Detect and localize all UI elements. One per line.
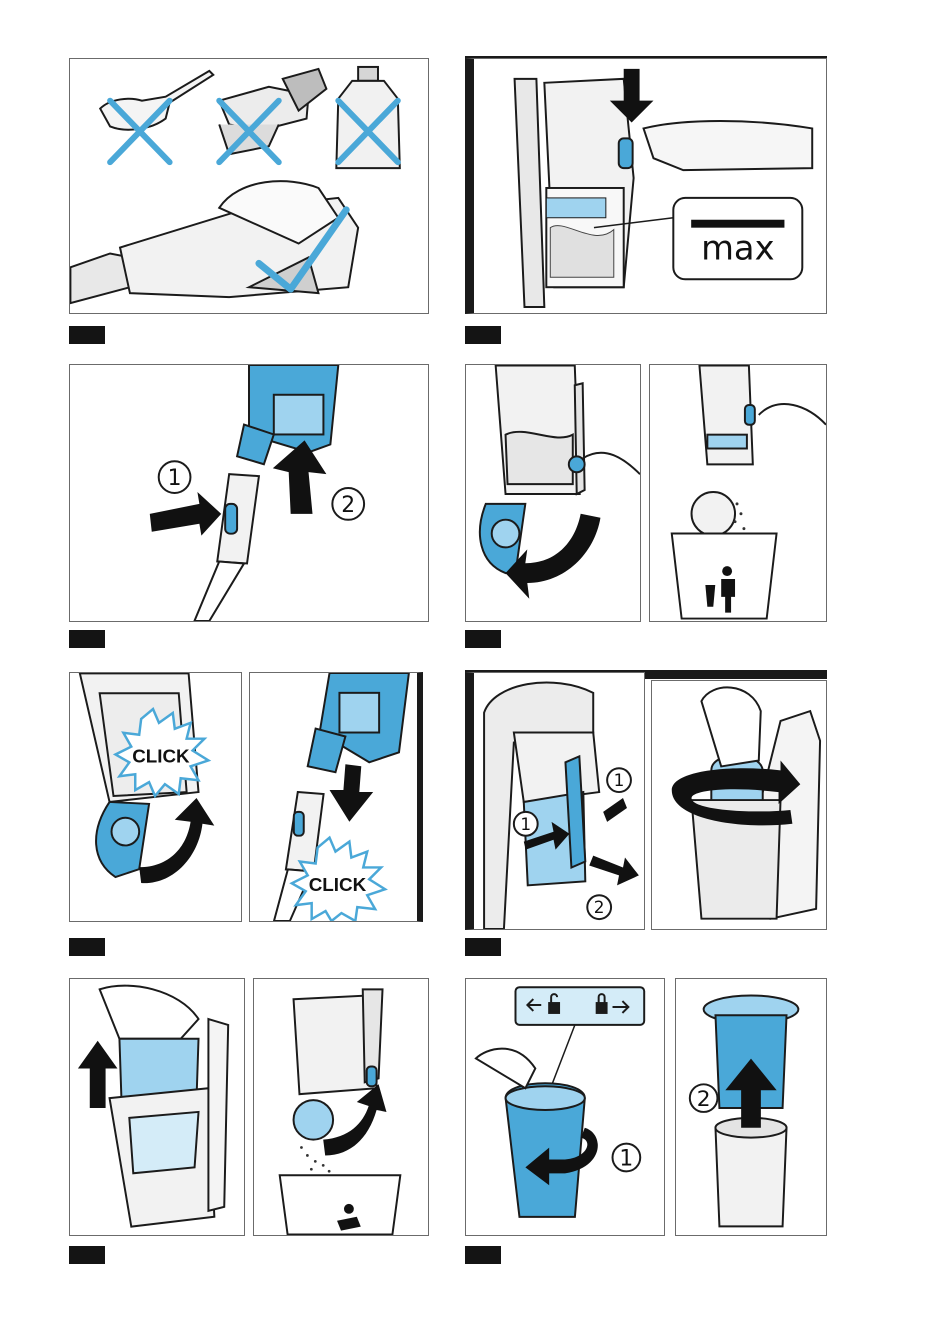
trash-bin-icon: [672, 534, 777, 619]
attach-handle-illustration: CLICK: [250, 673, 417, 921]
max-line-callout: max: [673, 198, 802, 279]
svg-text:1: 1: [520, 814, 531, 834]
svg-text:1: 1: [168, 466, 182, 491]
step-1-marker: 1: [159, 461, 191, 493]
panel-empty-bin-left: [465, 364, 641, 622]
step-label-box: [69, 630, 105, 648]
panel-close-lid-right: CLICK: [249, 672, 423, 922]
max-label: max: [701, 228, 774, 267]
click-label: CLICK: [309, 874, 367, 895]
empty-bin-trash-illustration: [650, 365, 826, 621]
step-2-marker: 2: [332, 488, 364, 520]
panel-detach-handle: 1 2: [69, 364, 429, 622]
step-label-box: [465, 630, 501, 648]
svg-text:1: 1: [614, 770, 625, 790]
step-label-box: [465, 938, 501, 956]
trash-bin-icon: [280, 1175, 401, 1234]
rotate-arrow-icon: [139, 798, 214, 883]
remove-filter-illustration: 2: [676, 979, 826, 1235]
detach-handle-illustration: 1 2: [70, 365, 428, 621]
click-label: CLICK: [132, 745, 190, 766]
twist-filter-illustration: [652, 681, 826, 929]
empty-filter-illustration: [254, 979, 428, 1235]
svg-text:2: 2: [341, 493, 355, 518]
step-label-box: [465, 326, 501, 344]
panel-unlock-filter-left: 1: [465, 978, 665, 1236]
svg-text:1: 1: [619, 1146, 633, 1171]
panel-release-bin-left: 1 1 2: [465, 672, 645, 930]
step-2-marker: 2: [587, 895, 611, 919]
screwdriver-icon: [100, 71, 213, 130]
step-2-marker: 2: [690, 1084, 718, 1112]
step-label-box: [465, 1246, 501, 1264]
lift-filter-illustration: [70, 979, 244, 1235]
panel-empty-bin-right: [649, 364, 827, 622]
panel-lift-filter-left: [69, 978, 245, 1236]
wipe-clean-illustration: [70, 59, 428, 313]
panel-unlock-filter-right: 2: [675, 978, 827, 1236]
panel-wipe-clean: [69, 58, 429, 314]
close-lid-illustration: CLICK: [70, 673, 241, 921]
step-label-box: [69, 938, 105, 956]
step-1-marker: 1: [613, 1144, 641, 1172]
release-bin-illustration: 1 1 2: [474, 673, 644, 929]
svg-text:2: 2: [697, 1087, 711, 1112]
step-label-box: [69, 326, 105, 344]
panel-max-level: max: [465, 58, 827, 314]
svg-text:2: 2: [594, 897, 605, 917]
step-label-box: [69, 1246, 105, 1264]
empty-bin-open-illustration: [466, 365, 640, 621]
unlock-filter-illustration: 1: [466, 979, 664, 1235]
panel-lift-filter-right: [253, 978, 429, 1236]
max-level-illustration: max: [474, 59, 826, 313]
panel-release-bin-right: [651, 680, 827, 930]
panel-close-lid-left: CLICK: [69, 672, 242, 922]
